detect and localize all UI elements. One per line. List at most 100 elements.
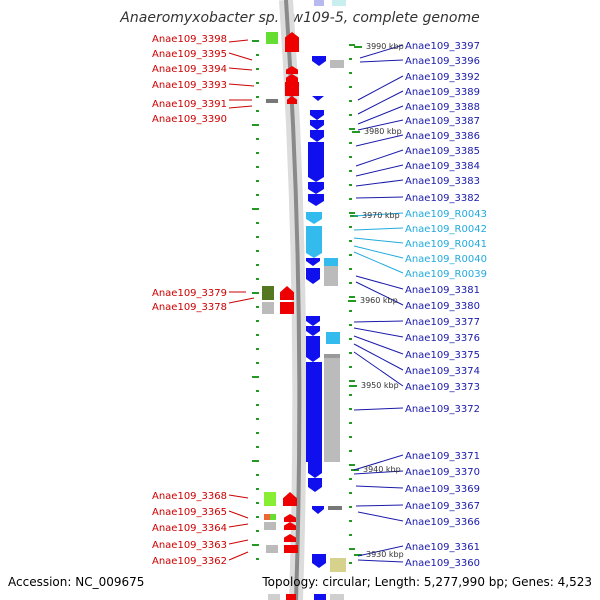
accession-text: Accession: NC_009675 (8, 575, 144, 589)
orthology-box (264, 522, 276, 530)
reverse-gene-arrow (306, 258, 320, 266)
tick-mark (256, 306, 259, 308)
label-leader-lines (228, 39, 404, 563)
genome-summary-text: Topology: circular; Length: 5,277,990 bp… (261, 575, 592, 589)
gene-label-reverse: Anae109_3376 (405, 333, 480, 344)
tick-mark (349, 338, 352, 340)
orthology-box (324, 266, 338, 286)
leader-line (353, 251, 404, 274)
tick-mark (256, 152, 259, 154)
tick-mark (349, 58, 352, 60)
tick-mark (256, 418, 259, 420)
tick-mark (256, 432, 259, 434)
scale-label: 3930 kbp (366, 550, 404, 559)
scale-label: 3940 kbp (363, 465, 401, 474)
gene-label-reverse: Anae109_3396 (405, 56, 480, 67)
forward-gene (285, 44, 299, 52)
tick-mark (256, 446, 259, 448)
gene-label-forward: Anae109_3363 (152, 540, 227, 551)
leader-line (357, 511, 404, 522)
tick-mark (256, 404, 259, 406)
tick-mark (256, 166, 259, 168)
tick-mark (256, 264, 259, 266)
leader-line (355, 504, 404, 507)
tick-mark (349, 72, 352, 74)
reverse-gene-arrow (306, 268, 320, 284)
scale-label: 3970 kbp (362, 211, 400, 220)
gene-label-reverse: Anae109_3373 (405, 382, 480, 393)
scale-label: 3990 kbp (366, 42, 404, 51)
gene-label-rna: Anae109_R0039 (405, 269, 487, 280)
gene-label-reverse: Anae109_3389 (405, 87, 480, 98)
scale-label: 3980 kbp (364, 127, 402, 136)
leader-line (228, 551, 249, 561)
forward-gene (284, 545, 298, 553)
orthology-box (264, 514, 270, 520)
tick-mark (349, 198, 352, 200)
orthology-box (330, 558, 346, 572)
reverse-gene-arrow (308, 478, 322, 492)
gene-label-reverse: Anae109_3370 (405, 467, 480, 478)
gene-label-reverse: Anae109_3388 (405, 102, 480, 113)
reverse-gene-arrow (306, 248, 322, 258)
tick-mark (349, 240, 352, 242)
tick-mark (349, 184, 352, 186)
tick-mark (349, 394, 352, 396)
tick-mark (349, 366, 352, 368)
gene-label-reverse: Anae109_3377 (405, 317, 480, 328)
reverse-gene-arrow (312, 96, 324, 101)
spacer (260, 38, 266, 42)
top-edge-features (314, 0, 346, 6)
tick-mark (256, 558, 259, 560)
tick-mark (256, 390, 259, 392)
gene-label-forward: Anae109_3368 (152, 491, 227, 502)
leader-line (228, 523, 249, 528)
gene-label-reverse: Anae109_3384 (405, 161, 480, 172)
tick-mark (252, 460, 259, 462)
gene-label-reverse: Anae109_3385 (405, 146, 480, 157)
tick-mark (349, 478, 352, 480)
tick-mark (256, 334, 259, 336)
tick-mark (349, 170, 352, 172)
leader-line (353, 212, 404, 217)
leader-line (353, 227, 404, 231)
gene-label-forward: Anae109_3393 (152, 80, 227, 91)
reverse-gene-arrow (312, 506, 324, 514)
leader-line (228, 105, 253, 109)
reverse-gene-arrow (306, 212, 322, 224)
tick-mark (252, 544, 259, 546)
tick-marks (252, 40, 362, 564)
gene-label-reverse: Anae109_3374 (405, 366, 480, 377)
tick-mark (256, 474, 259, 476)
tick-mark (349, 86, 352, 88)
tick-mark (256, 110, 259, 112)
leader-line (355, 134, 404, 147)
tick-mark (256, 502, 259, 504)
reverse-gene-arrow (306, 326, 320, 336)
reverse-gene (306, 362, 322, 462)
tick-mark (349, 450, 352, 452)
tick-mark (256, 96, 259, 98)
forward-gene-arrow (285, 32, 299, 44)
gene-label-rna: Anae109_R0042 (405, 224, 487, 235)
tick-mark (256, 250, 259, 252)
leader-line (353, 320, 404, 323)
tick-mark (349, 114, 352, 116)
tick-mark (349, 156, 352, 158)
reverse-gene-arrow (308, 168, 324, 182)
leader-line (355, 281, 404, 306)
forward-gene-arrow (284, 514, 296, 522)
tick-mark (252, 376, 259, 378)
tick-mark (349, 520, 352, 522)
tick-mark (256, 530, 259, 532)
leader-line (353, 343, 404, 371)
leader-line (355, 179, 404, 187)
orthology-box (266, 545, 278, 553)
leader-line (228, 83, 255, 87)
orthology-box (262, 302, 274, 314)
scale-tick (349, 385, 357, 387)
gene-label-reverse: Anae109_3367 (405, 501, 480, 512)
gene-label-reverse: Anae109_3375 (405, 350, 480, 361)
gene-label-reverse: Anae109_3383 (405, 176, 480, 187)
